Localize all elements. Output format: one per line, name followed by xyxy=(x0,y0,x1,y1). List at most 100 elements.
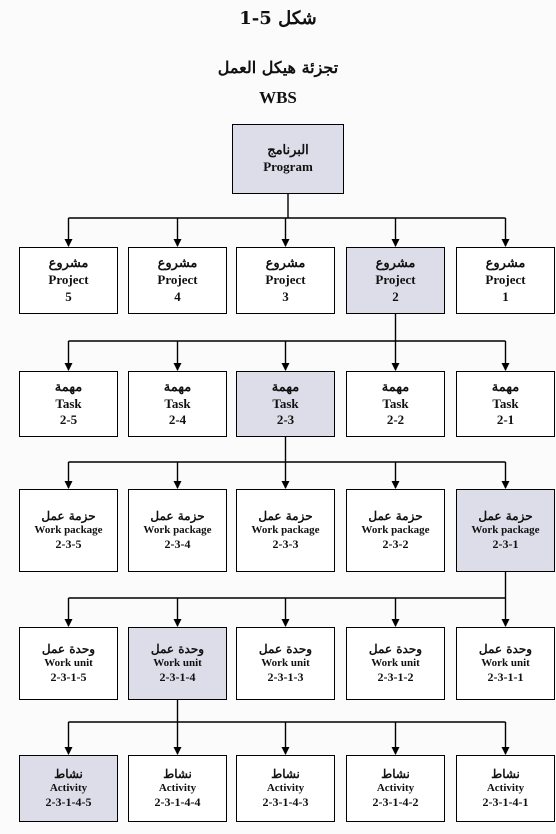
task-arabic-label: مهمة xyxy=(271,379,300,395)
work-package-code: 2-3-1 xyxy=(492,537,519,552)
work-unit-code: 2-3-1-3 xyxy=(267,670,304,685)
work-unit-arabic-label: وحدة عمل xyxy=(150,641,205,656)
work-package-english-label: Work package xyxy=(471,523,540,536)
activity-english-label: Activity xyxy=(376,781,415,794)
activity-code: 2-3-1-4-5 xyxy=(45,795,92,810)
task-code: 2-1 xyxy=(496,412,515,428)
activity-english-label: Activity xyxy=(49,781,88,794)
project-arabic-label: مشروع xyxy=(157,256,198,272)
program-english-label: Program xyxy=(263,159,313,174)
project-arabic-label: مشروع xyxy=(48,256,89,272)
work-package-english-label: Work package xyxy=(251,523,320,536)
activity-english-label: Activity xyxy=(266,781,305,794)
program-arabic-label: البرنامج xyxy=(267,142,309,158)
activity-code: 2-3-1-4-3 xyxy=(262,795,309,810)
activity-code: 2-3-1-4-2 xyxy=(372,795,419,810)
project-english-label: Project xyxy=(265,272,306,288)
project-english-label: Project xyxy=(375,272,416,288)
work-package-code: 2-3-5 xyxy=(55,537,82,552)
activity-arabic-label: نشاط xyxy=(491,766,520,781)
work-unit-english-label: Work unit xyxy=(44,656,93,669)
project-code: 3 xyxy=(282,288,289,304)
project-english-label: Project xyxy=(485,272,526,288)
task-arabic-label: مهمة xyxy=(381,379,410,395)
task-english-label: Task xyxy=(272,395,299,411)
work-package-code: 2-3-2 xyxy=(382,537,409,552)
work-package-arabic-label: حزمة عمل xyxy=(478,508,533,523)
work-package-arabic-label: حزمة عمل xyxy=(368,508,423,523)
task-arabic-label: مهمة xyxy=(54,379,83,395)
project-arabic-label: مشروع xyxy=(375,256,416,272)
activity-code: 2-3-1-4-1 xyxy=(482,795,529,810)
project-code: 5 xyxy=(65,288,72,304)
activity-english-label: Activity xyxy=(486,781,525,794)
project-arabic-label: مشروع xyxy=(265,256,306,272)
task-english-label: Task xyxy=(164,395,191,411)
activity-code: 2-3-1-4-4 xyxy=(154,795,201,810)
activity-arabic-label: نشاط xyxy=(271,766,300,781)
task-arabic-label: مهمة xyxy=(163,379,192,395)
work-unit-arabic-label: وحدة عمل xyxy=(258,641,313,656)
work-unit-arabic-label: وحدة عمل xyxy=(368,641,423,656)
work-unit-code: 2-3-1-4 xyxy=(159,670,196,685)
activity-arabic-label: نشاط xyxy=(163,766,192,781)
task-english-label: Task xyxy=(55,395,82,411)
work-package-code: 2-3-3 xyxy=(272,537,299,552)
work-package-arabic-label: حزمة عمل xyxy=(150,508,205,523)
work-package-arabic-label: حزمة عمل xyxy=(41,508,96,523)
task-english-label: Task xyxy=(492,395,519,411)
work-unit-english-label: Work unit xyxy=(261,656,310,669)
work-unit-english-label: Work unit xyxy=(153,656,202,669)
activity-arabic-label: نشاط xyxy=(54,766,83,781)
work-unit-arabic-label: وحدة عمل xyxy=(41,641,96,656)
project-code: 2 xyxy=(392,288,399,304)
project-english-label: Project xyxy=(157,272,198,288)
work-package-english-label: Work package xyxy=(34,523,103,536)
task-code: 2-3 xyxy=(276,412,295,428)
project-code: 4 xyxy=(174,288,181,304)
task-english-label: Task xyxy=(382,395,409,411)
work-package-code: 2-3-4 xyxy=(164,537,191,552)
work-unit-arabic-label: وحدة عمل xyxy=(478,641,533,656)
task-arabic-label: مهمة xyxy=(491,379,520,395)
task-code: 2-2 xyxy=(386,412,405,428)
task-code: 2-5 xyxy=(59,412,78,428)
project-english-label: Project xyxy=(48,272,89,288)
work-package-arabic-label: حزمة عمل xyxy=(258,508,313,523)
task-code: 2-4 xyxy=(168,412,187,428)
work-unit-code: 2-3-1-2 xyxy=(377,670,414,685)
work-unit-english-label: Work unit xyxy=(371,656,420,669)
work-package-english-label: Work package xyxy=(143,523,212,536)
work-unit-english-label: Work unit xyxy=(481,656,530,669)
project-code: 1 xyxy=(502,288,509,304)
diagram-acronym: WBS xyxy=(259,88,297,107)
activity-arabic-label: نشاط xyxy=(381,766,410,781)
diagram-subtitle: تجزئة هيكل العمل xyxy=(217,58,339,77)
work-unit-code: 2-3-1-1 xyxy=(487,670,524,685)
